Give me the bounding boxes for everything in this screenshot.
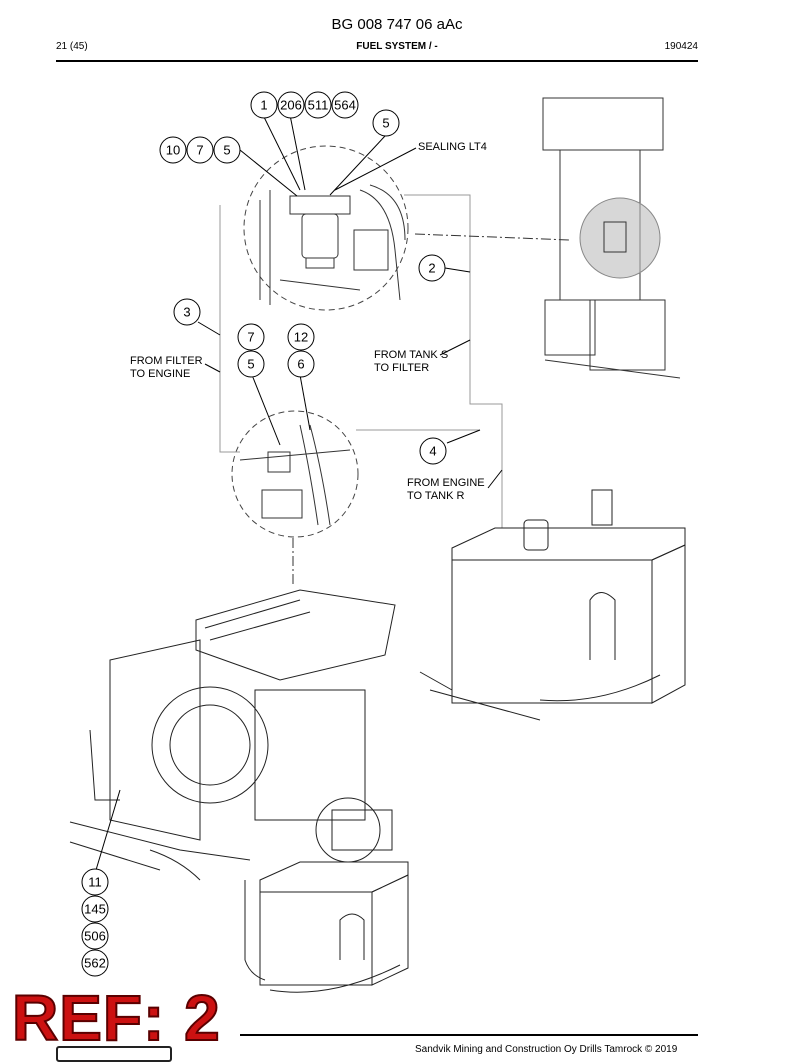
footer-rule [240, 1034, 698, 1036]
callout-5-mid: 5 [237, 350, 265, 378]
svg-text:12: 12 [294, 330, 308, 345]
callout-6: 6 [287, 350, 315, 378]
document-date: 190424 [664, 41, 698, 52]
callout-564: 564 [331, 91, 359, 119]
callout-2: 2 [418, 254, 446, 282]
callout-206: 206 [277, 91, 305, 119]
svg-text:10: 10 [166, 143, 180, 158]
callout-145: 145 [81, 895, 109, 923]
callout-12: 12 [287, 323, 315, 351]
label-from-filter-1: FROM FILTER [130, 355, 203, 367]
svg-text:6: 6 [297, 357, 304, 372]
page-number: 21 (45) [56, 41, 88, 52]
reference-stamp: REF: 2 [11, 982, 221, 1054]
svg-text:11: 11 [88, 875, 102, 890]
engine-assembly-illustration [69, 589, 409, 993]
brand-logo [56, 1046, 172, 1062]
callout-4: 4 [419, 437, 447, 465]
svg-text:4: 4 [429, 444, 436, 459]
svg-text:3: 3 [183, 305, 190, 320]
callout-10: 10 [159, 136, 187, 164]
callout-7-top: 7 [186, 136, 214, 164]
detail-circle-lines [231, 410, 359, 538]
callout-7-mid: 7 [237, 323, 265, 351]
detail-circle-filter [243, 145, 409, 311]
callout-506: 506 [81, 922, 109, 950]
svg-text:511: 511 [308, 98, 329, 113]
fuel-filter-illustration [259, 184, 406, 305]
svg-text:2: 2 [428, 261, 435, 276]
svg-text:145: 145 [84, 902, 106, 917]
fuel-lines-illustration [239, 424, 351, 526]
svg-text:5: 5 [223, 143, 230, 158]
svg-text:564: 564 [334, 98, 356, 113]
footer-copyright: Sandvik Mining and Construction Oy Drill… [415, 1044, 678, 1055]
callout-562: 562 [81, 949, 109, 977]
label-from-engine-1: FROM ENGINE [407, 477, 485, 489]
label-from-tank-2: TO FILTER [374, 362, 429, 374]
svg-text:1: 1 [260, 98, 267, 113]
machine-overview-illustration [542, 97, 681, 379]
callout-1: 1 [250, 91, 278, 119]
svg-text:506: 506 [84, 929, 106, 944]
callout-3: 3 [173, 298, 201, 326]
label-from-tank-1: FROM TANK S [374, 349, 448, 361]
svg-text:5: 5 [247, 357, 254, 372]
callout-5-top: 5 [372, 109, 400, 137]
document-id: BG 008 747 06 aAc [331, 16, 463, 33]
callout-5-left: 5 [213, 136, 241, 164]
svg-text:7: 7 [196, 143, 203, 158]
svg-text:5: 5 [382, 116, 389, 131]
header-rule [56, 60, 698, 62]
label-sealing: SEALING LT4 [418, 141, 487, 153]
svg-text:206: 206 [280, 98, 302, 113]
svg-text:7: 7 [247, 330, 254, 345]
label-from-engine-2: TO TANK R [407, 490, 465, 502]
label-from-filter-2: TO ENGINE [130, 368, 190, 380]
svg-text:562: 562 [84, 956, 106, 971]
section-title: FUEL SYSTEM / - [356, 41, 438, 52]
callout-511: 511 [304, 91, 332, 119]
callout-11: 11 [81, 868, 109, 896]
fuel-tank-illustration [419, 489, 686, 721]
